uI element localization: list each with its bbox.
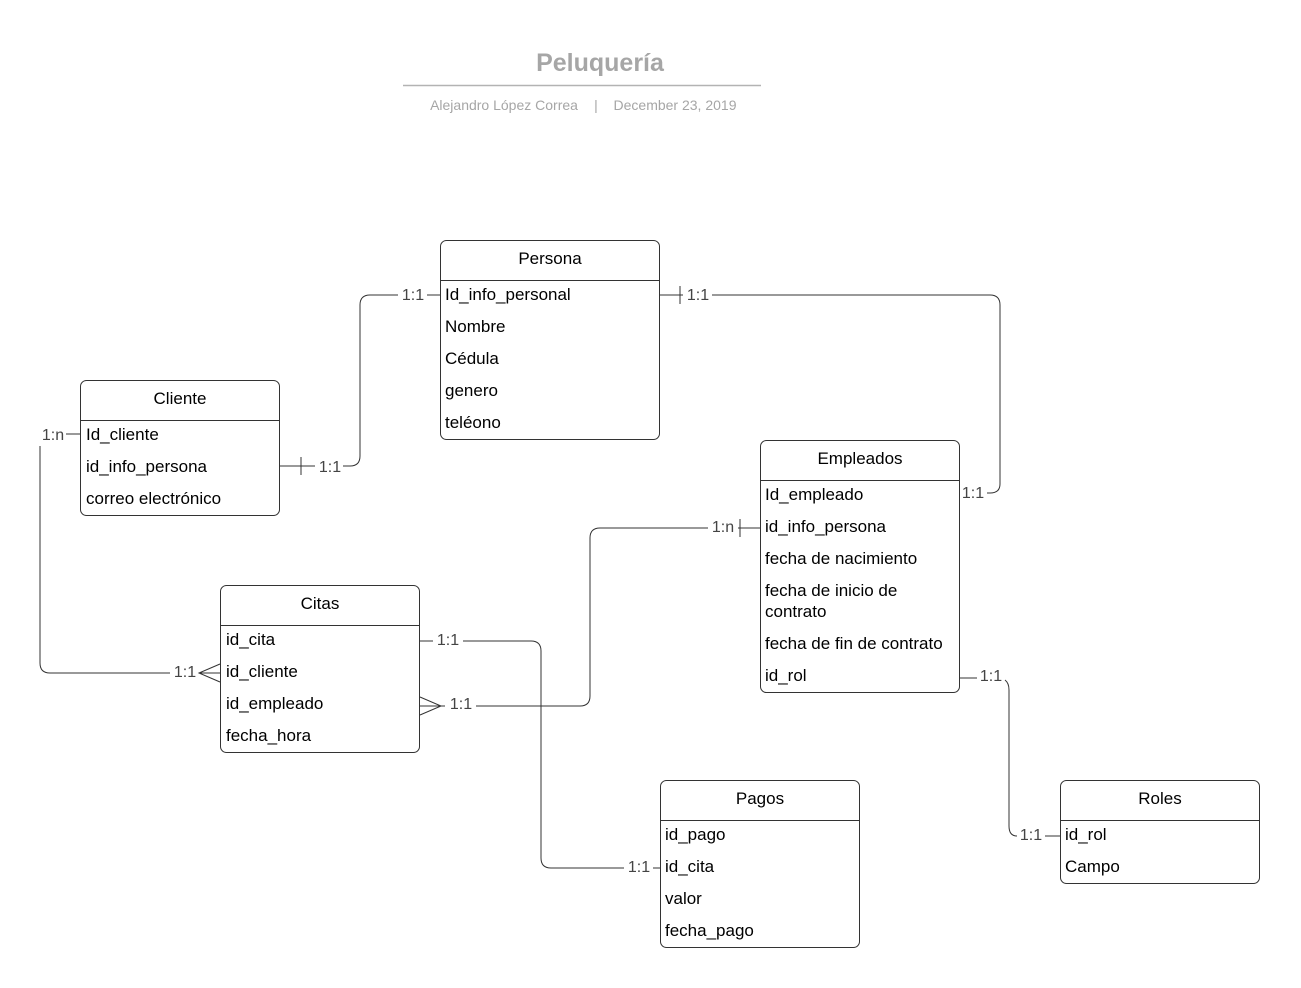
rel-cliente-persona xyxy=(280,294,440,467)
card-persona-empleados-to: 1:1 xyxy=(962,485,984,502)
entity-title: Cliente xyxy=(154,389,207,408)
field: Campo xyxy=(1065,857,1120,876)
relationship-lines xyxy=(39,286,1060,869)
entity-box xyxy=(660,780,860,948)
card-cliente-citas-from: 1:n xyxy=(42,427,64,444)
field: fecha_hora xyxy=(226,726,312,745)
field: id_rol xyxy=(1065,825,1107,844)
field: genero xyxy=(445,381,498,400)
diagram-author: Alejandro López Correa xyxy=(430,97,578,113)
entity-persona[interactable]: Persona Id_info_personal Nombre Cédula g… xyxy=(440,240,660,440)
card-citas-pagos-from: 1:1 xyxy=(437,632,459,649)
field: teléono xyxy=(445,413,501,432)
field: id_info_persona xyxy=(765,517,887,536)
entity-box xyxy=(80,380,280,516)
cardinality-labels: 1:1 1:1 1:1 1:1 1:n 1:1 1:1 1:n 1:1 1:1 … xyxy=(42,287,1042,876)
field: fecha de inicio de xyxy=(765,581,897,600)
rel-persona-empleados xyxy=(660,294,1001,494)
many-marker xyxy=(197,663,221,683)
field: fecha de nacimiento xyxy=(765,549,917,568)
card-citas-pagos-to: 1:1 xyxy=(628,859,650,876)
entity-title: Persona xyxy=(518,249,582,268)
field: Cédula xyxy=(445,349,499,368)
field: id_rol xyxy=(765,666,807,685)
field: Nombre xyxy=(445,317,505,336)
entity-roles[interactable]: Roles id_rol Campo xyxy=(1060,780,1260,884)
field: id_pago xyxy=(665,825,726,844)
entity-title: Citas xyxy=(301,594,340,613)
field: id_cliente xyxy=(226,662,298,681)
field: Id_cliente xyxy=(86,425,159,444)
entity-pagos[interactable]: Pagos id_pago id_cita valor fecha_pago xyxy=(660,780,860,948)
card-citas-empleados-from: 1:1 xyxy=(450,696,472,713)
entity-box xyxy=(220,585,420,753)
field: contrato xyxy=(765,602,826,621)
entity-empleados[interactable]: Empleados Id_empleado id_info_persona fe… xyxy=(760,440,960,693)
entity-box xyxy=(760,440,960,693)
rel-cliente-citas xyxy=(39,446,220,674)
diagram-date: December 23, 2019 xyxy=(614,97,737,113)
card-cliente-citas-to: 1:1 xyxy=(174,664,196,681)
entity-box xyxy=(440,240,660,440)
header-separator: | xyxy=(594,97,598,113)
diagram-title: Peluquería xyxy=(536,49,665,77)
card-citas-empleados-to: 1:n xyxy=(712,519,734,536)
card-cliente-persona-from: 1:1 xyxy=(319,459,341,476)
entity-box xyxy=(1060,780,1260,884)
card-empleados-roles-from: 1:1 xyxy=(980,668,1002,685)
entity-citas[interactable]: Citas id_cita id_cliente id_empleado fec… xyxy=(220,585,420,753)
field: correo electrónico xyxy=(86,489,221,508)
rel-citas-pagos xyxy=(420,640,660,869)
field: id_info_persona xyxy=(86,457,208,476)
entity-title: Empleados xyxy=(817,449,902,468)
field: fecha de fin de contrato xyxy=(765,634,943,653)
field: fecha_pago xyxy=(665,921,754,940)
field: Id_empleado xyxy=(765,485,863,504)
rel-citas-empleados xyxy=(420,527,760,707)
card-cliente-persona-to: 1:1 xyxy=(402,287,424,304)
field: id_cita xyxy=(665,857,715,876)
entity-title: Pagos xyxy=(736,789,784,808)
card-persona-empleados-from: 1:1 xyxy=(687,287,709,304)
many-marker xyxy=(419,696,443,716)
field: id_empleado xyxy=(226,694,323,713)
field: Id_info_personal xyxy=(445,285,571,304)
rel-empleados-roles xyxy=(960,677,1060,837)
card-empleados-roles-to: 1:1 xyxy=(1020,827,1042,844)
field: valor xyxy=(665,889,702,908)
field: id_cita xyxy=(226,630,276,649)
entity-title: Roles xyxy=(1138,789,1181,808)
entity-cliente[interactable]: Cliente Id_cliente id_info_persona corre… xyxy=(80,380,280,516)
